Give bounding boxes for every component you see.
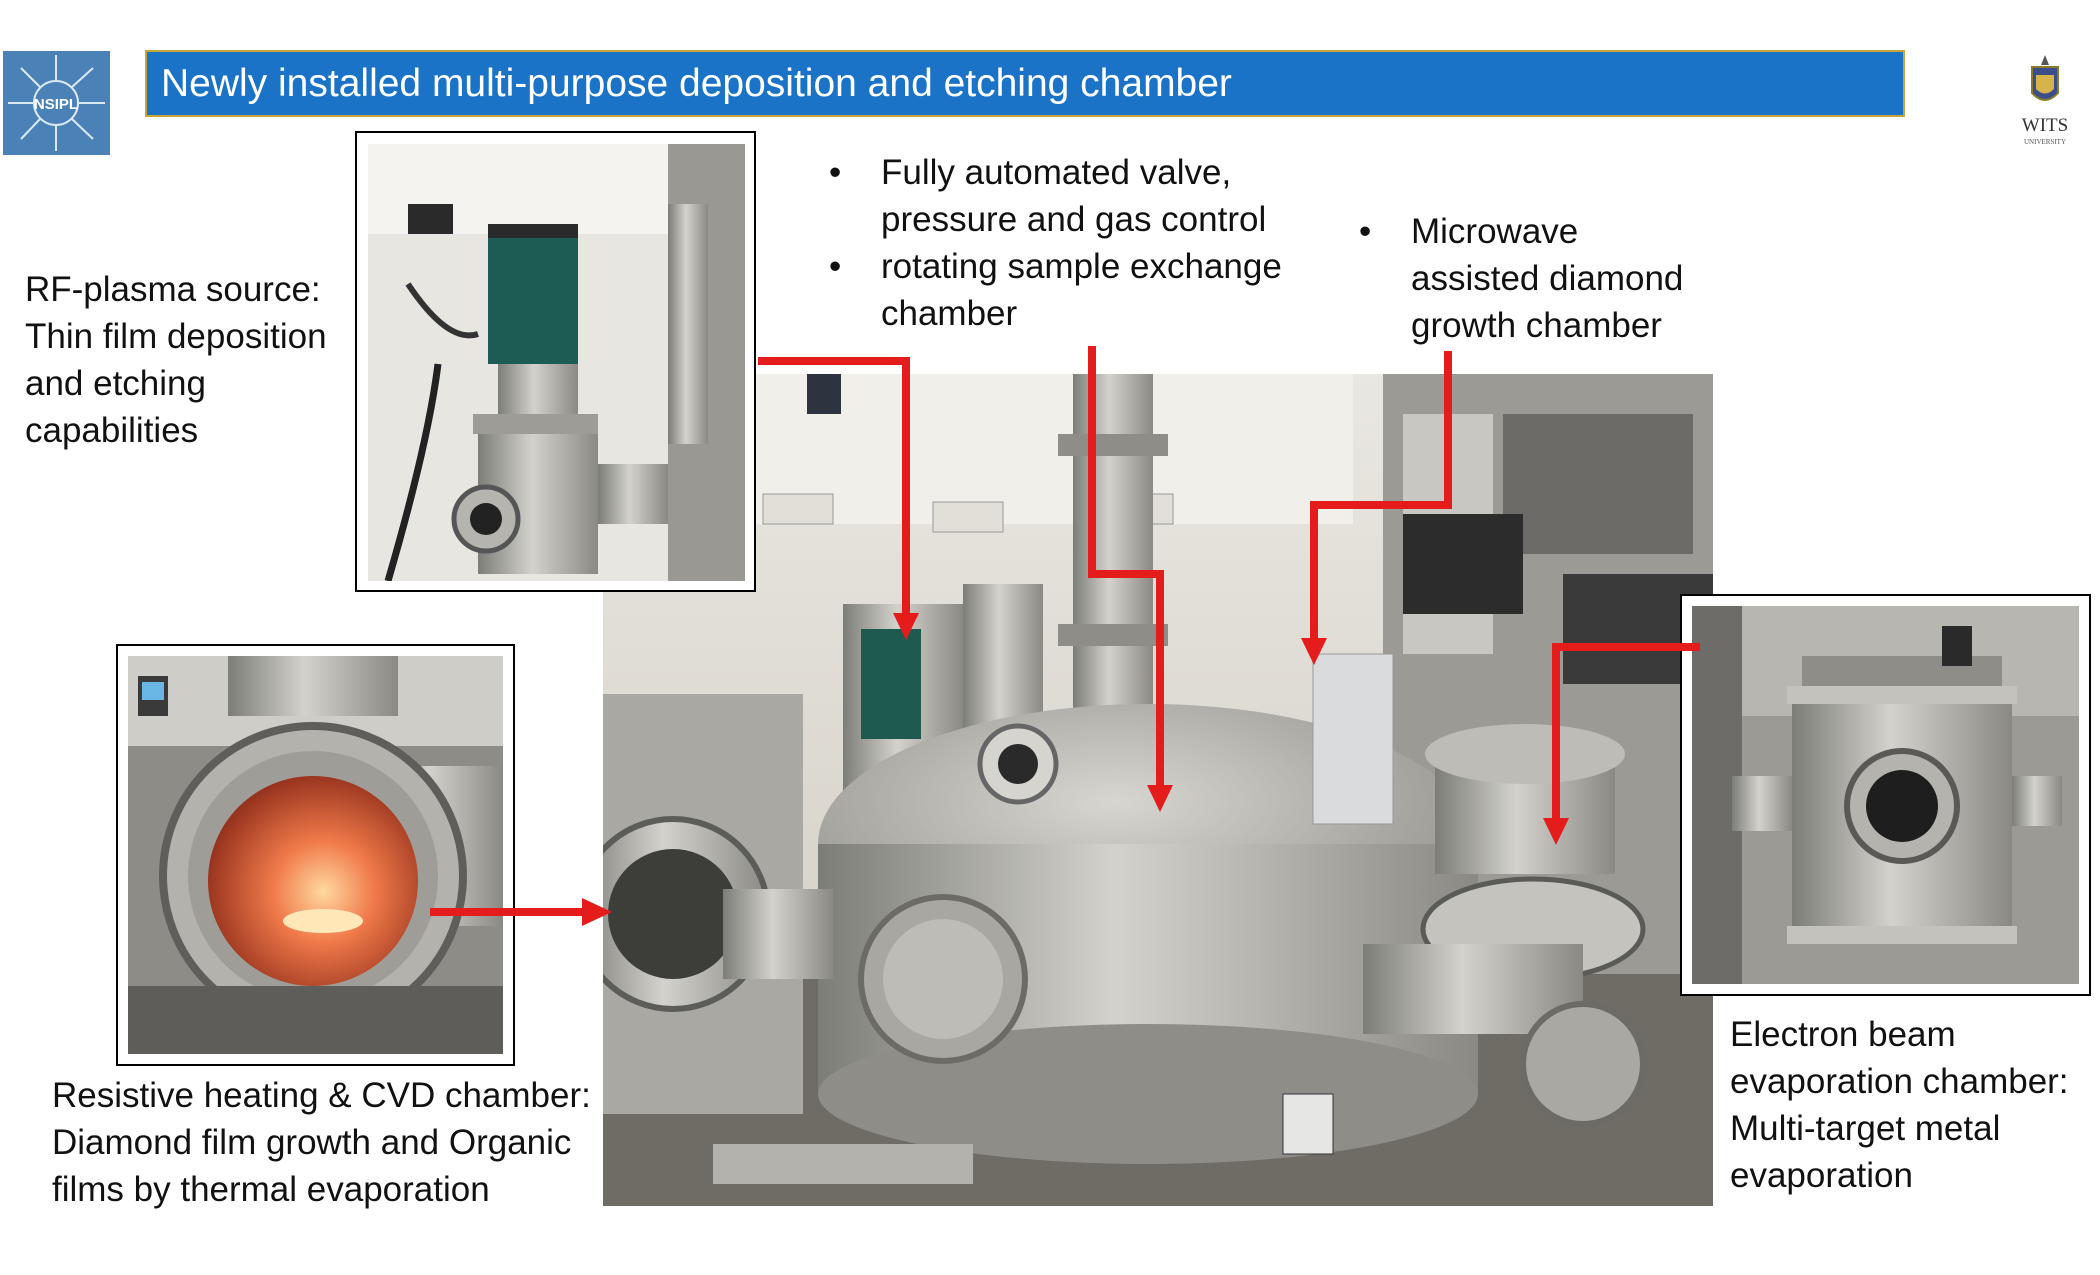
resistive-line-1: Resistive heating & CVD chamber: (52, 1076, 591, 1115)
microwave-line-1: Microwave (1411, 212, 1579, 251)
bullet-valve-line-1: Fully automated valve, (881, 153, 1232, 192)
ebeam-label: Electron beam evaporation chamber: Multi… (1730, 1011, 2090, 1199)
wits-crest-graphic: WITS UNIVERSITY (2022, 55, 2068, 146)
microwave-line-2: assisted diamond (1411, 259, 1684, 298)
nsipl-logo-graphic: NSIPL (8, 55, 105, 151)
main-chamber-photo (603, 374, 1713, 1206)
rf-plasma-line-4: capabilities (25, 411, 199, 450)
center-bullet-list: Fully automated valve, pressure and gas … (829, 149, 1329, 337)
microwave-bullet: Microwave assisted diamond growth chambe… (1359, 208, 1739, 349)
ebeam-line-1: Electron beam (1730, 1015, 1956, 1054)
ebeam-line-2: evaporation chamber: (1730, 1062, 2069, 1101)
bullet-microwave: Microwave assisted diamond growth chambe… (1359, 208, 1739, 349)
ebeam-line-3: Multi-target metal (1730, 1109, 2001, 1148)
microwave-bullet-list: Microwave assisted diamond growth chambe… (1359, 208, 1739, 349)
wits-logo-text: WITS (2022, 115, 2068, 136)
ebeam-chamber-illustration (1692, 606, 2079, 984)
resistive-label: Resistive heating & CVD chamber: Diamond… (52, 1072, 612, 1213)
rf-plasma-line-1: RF-plasma source: (25, 270, 321, 309)
ebeam-line-4: evaporation (1730, 1156, 1913, 1195)
resistive-line-3: films by thermal evaporation (52, 1170, 490, 1209)
wits-logo-subtext: UNIVERSITY (2024, 138, 2066, 146)
bullet-sample-exchange: rotating sample exchange chamber (829, 243, 1329, 337)
rf-plasma-line-2: Thin film deposition (25, 317, 327, 356)
rf-plasma-illustration (368, 144, 745, 582)
bullet-exchange-line-2: chamber (881, 294, 1018, 333)
nsipl-logo-text: NSIPL (34, 96, 78, 113)
microwave-line-3: growth chamber (1411, 306, 1662, 345)
bullet-exchange-line-1: rotating sample exchange (881, 247, 1282, 286)
resistive-chamber-photo (116, 644, 515, 1066)
rf-plasma-label: RF-plasma source: Thin film deposition a… (25, 266, 355, 454)
resistive-line-2: Diamond film growth and Organic (52, 1123, 572, 1162)
rf-plasma-photo (355, 131, 756, 592)
ebeam-chamber-photo (1680, 594, 2091, 996)
rf-plasma-line-3: and etching (25, 364, 206, 403)
bullet-valve-line-2: pressure and gas control (881, 200, 1267, 239)
nsipl-logo: NSIPL (3, 51, 110, 155)
wits-logo: WITS UNIVERSITY (2010, 55, 2080, 151)
slide-title: Newly installed multi-purpose deposition… (145, 50, 1905, 117)
resistive-chamber-illustration (128, 656, 503, 1054)
center-bullets: Fully automated valve, pressure and gas … (829, 149, 1329, 337)
main-chamber-illustration (603, 374, 1713, 1206)
bullet-valve-control: Fully automated valve, pressure and gas … (829, 149, 1329, 243)
